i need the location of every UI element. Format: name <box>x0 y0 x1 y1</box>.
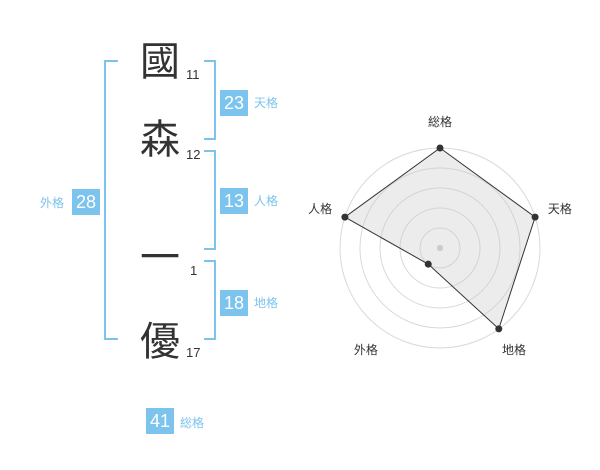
soukaku-label: 総格 <box>180 416 205 430</box>
radar-grid-ring <box>379 187 501 309</box>
name-char-4: 優 <box>140 319 180 365</box>
radar-point-1 <box>436 144 444 152</box>
radar-axis-label-2: 天格 <box>548 201 572 216</box>
radar-axis-label-4: 外格 <box>354 342 378 357</box>
chikaku-bracket <box>204 260 216 340</box>
soukaku-value: 41 <box>146 408 174 434</box>
radar-axis-label-5: 人格 <box>308 201 332 216</box>
radar-grid-ring <box>419 227 461 269</box>
stroke-count-3: 1 <box>190 263 198 278</box>
radar-axis-label-1: 総格 <box>428 114 452 129</box>
chikaku-label: 地格 <box>254 296 279 310</box>
name-char-1: 國 <box>140 39 180 85</box>
name-char-2: 森 <box>140 117 180 163</box>
gaikaku-label: 外格 <box>40 196 65 210</box>
name-char-3: 一 <box>140 235 180 281</box>
chikaku-value: 18 <box>220 290 248 316</box>
radar-point-3 <box>495 325 503 333</box>
tenkaku-bracket <box>204 60 216 140</box>
radar-axis-label-3: 地格 <box>502 342 526 357</box>
tenkaku-value: 23 <box>220 90 248 116</box>
stroke-count-1: 11 <box>186 67 200 82</box>
jinkaku-label: 人格 <box>254 194 279 208</box>
radar-grid-ring <box>359 167 521 329</box>
radar-series-polygon <box>343 147 536 330</box>
radar-center-dot <box>437 245 443 251</box>
jinkaku-value: 13 <box>220 188 248 214</box>
gaikaku-value: 28 <box>72 189 100 215</box>
stroke-count-4: 17 <box>186 345 201 360</box>
radar-point-4 <box>424 260 432 268</box>
jinkaku-bracket <box>204 150 216 250</box>
radar-point-5 <box>341 213 349 221</box>
stroke-count-2: 12 <box>186 147 201 162</box>
gaikaku-bracket <box>104 60 118 340</box>
radar-point-2 <box>531 213 539 221</box>
tenkaku-label: 天格 <box>254 96 279 110</box>
